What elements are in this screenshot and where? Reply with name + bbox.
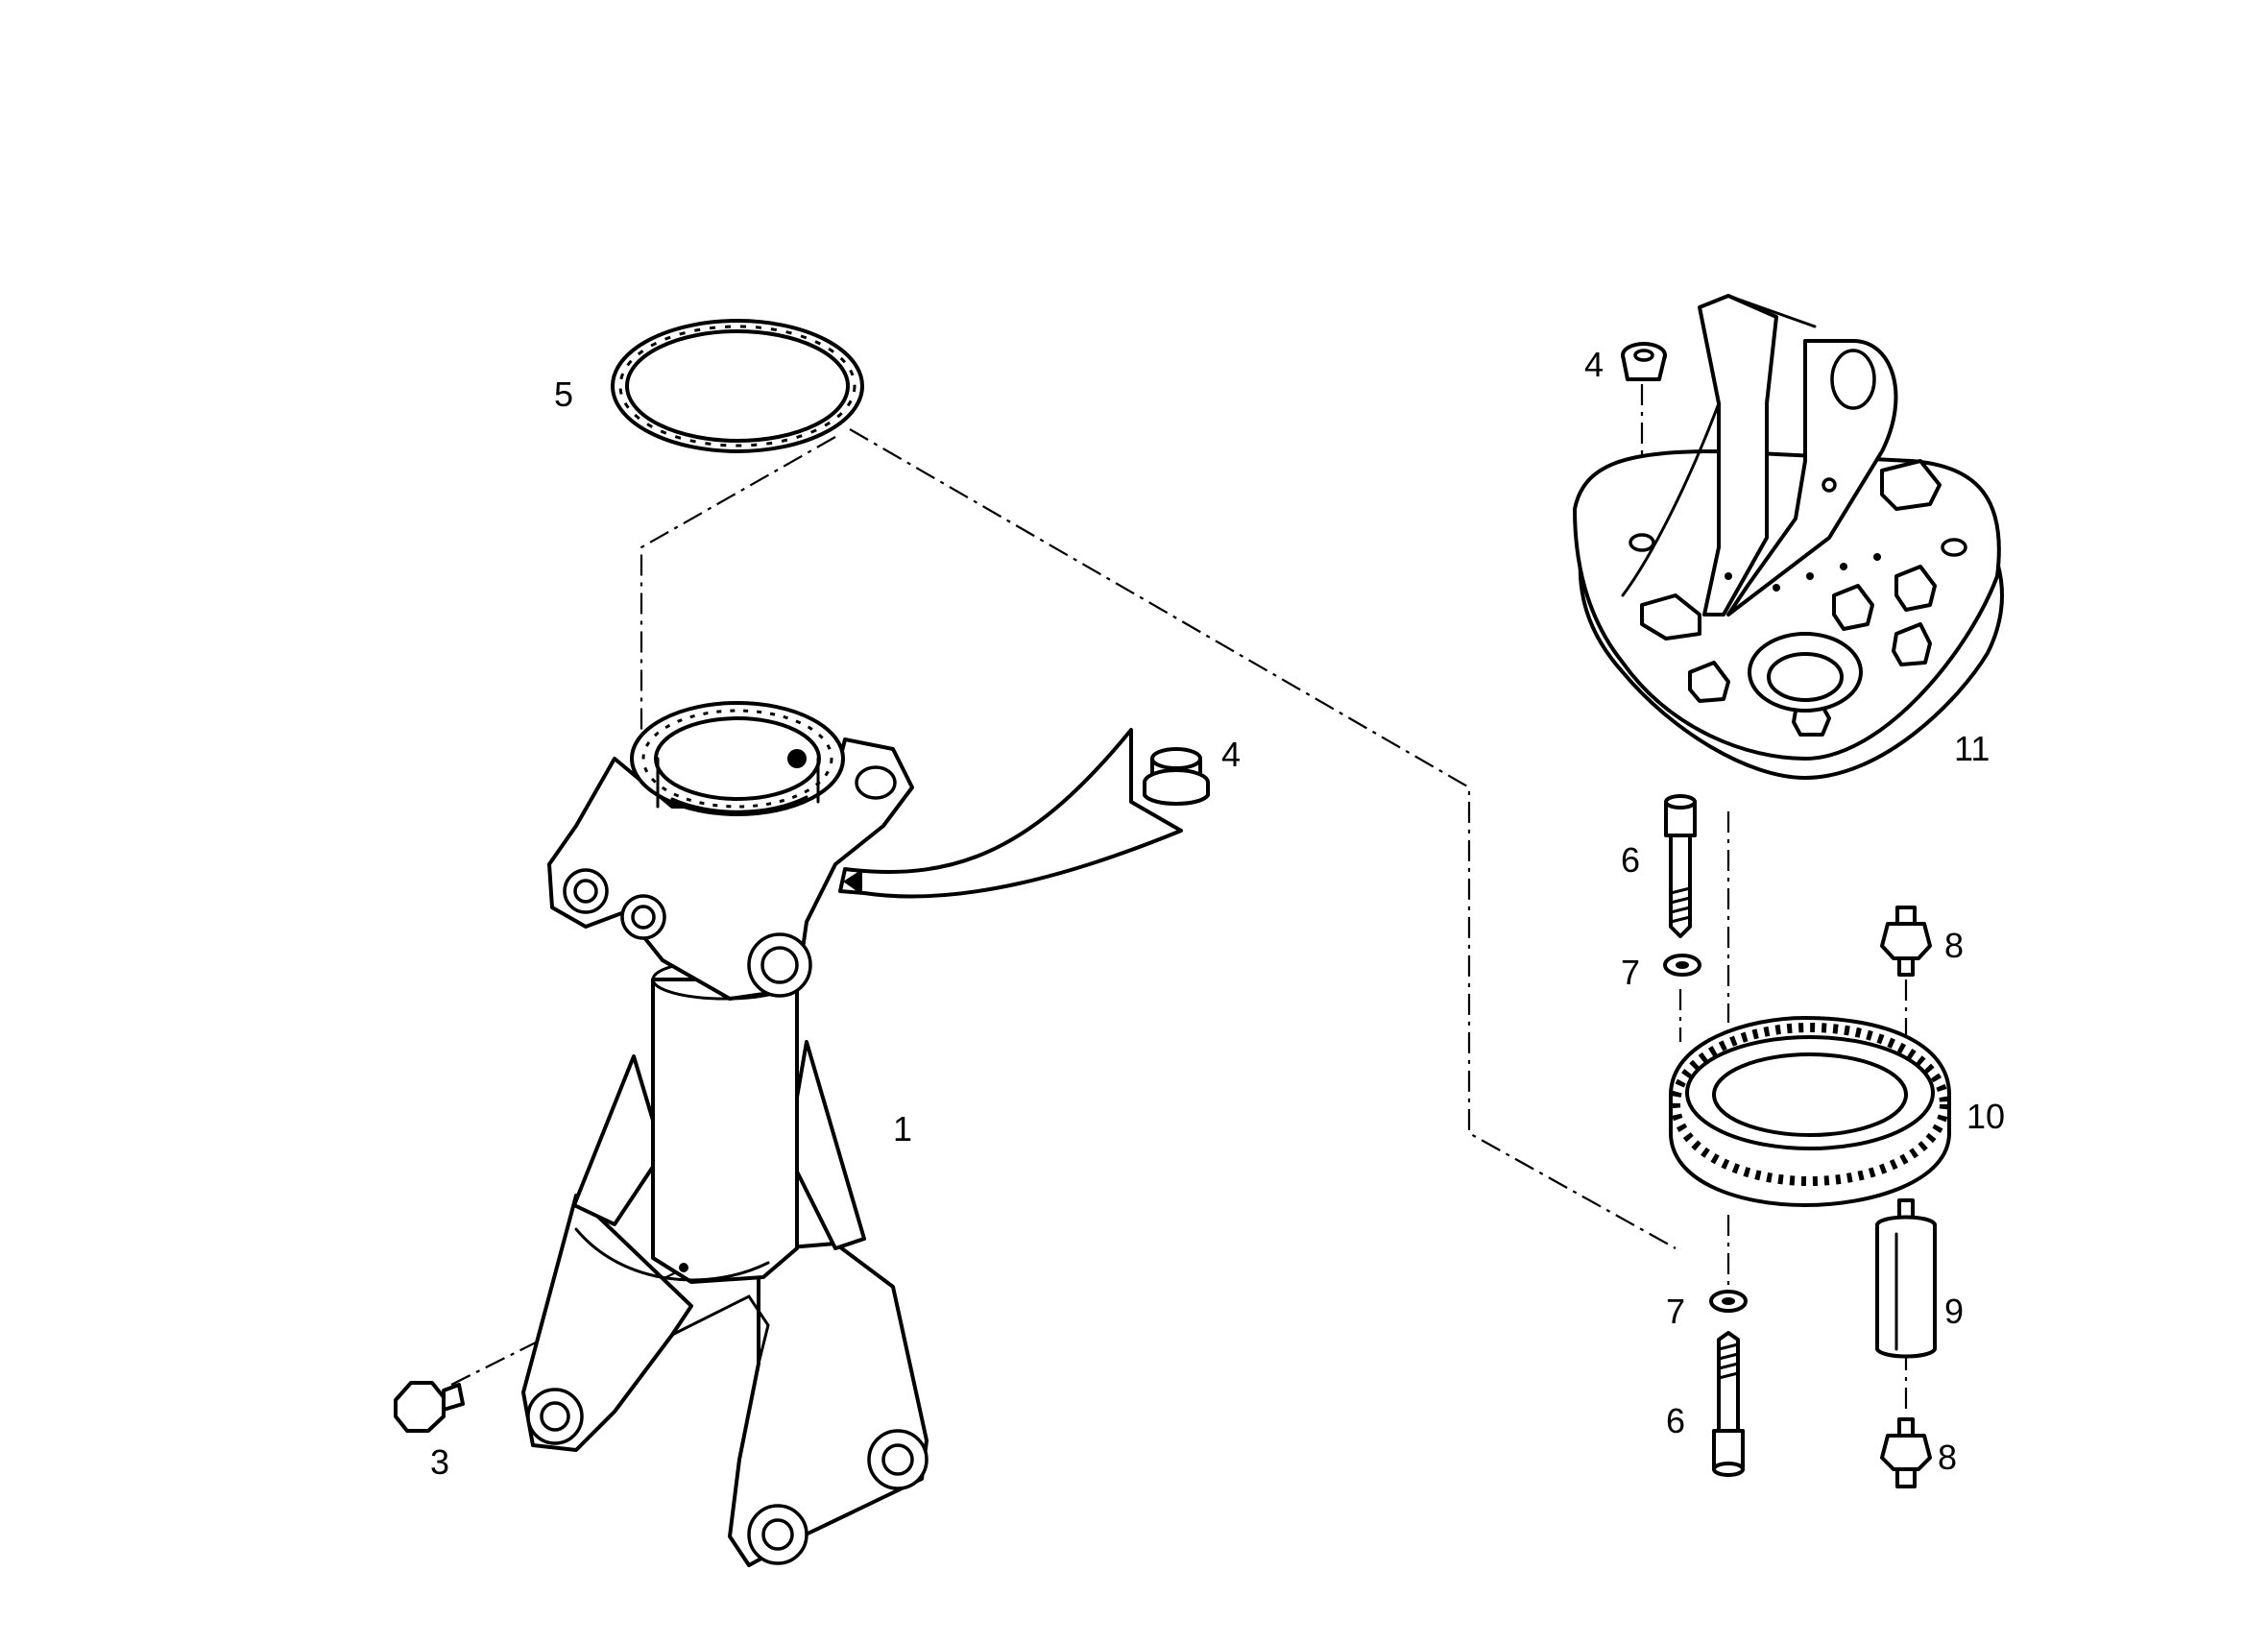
plug-left: [838, 728, 1210, 899]
turntable-head: [1573, 294, 2004, 780]
callout-7-bottom: 7: [1666, 1292, 1685, 1331]
callout-8-top: 8: [1944, 926, 1964, 965]
callout-9: 9: [1944, 1292, 1964, 1331]
leader-seal-to-pedestal: [639, 436, 836, 739]
cap-screw-bottom: [1712, 1331, 1745, 1477]
callout-10: 10: [1966, 1097, 2005, 1136]
washer-bottom: [1709, 1290, 1748, 1313]
callout-6-bottom: 6: [1666, 1401, 1685, 1440]
callout-5: 5: [554, 375, 573, 414]
callout-11: 11: [1954, 729, 1990, 768]
cap-screw-top: [1664, 794, 1697, 938]
callout-6-top: 6: [1621, 840, 1640, 880]
callout-7-top: 7: [1621, 953, 1640, 992]
callout-4-right: 4: [1584, 345, 1604, 384]
fitting-bottom: [1880, 1417, 1932, 1488]
seal-ring: [611, 319, 864, 453]
callout-1: 1: [893, 1109, 912, 1148]
washer-top: [1663, 954, 1701, 977]
hex-screw: [394, 1381, 465, 1433]
callout-3: 3: [430, 1442, 449, 1482]
extension-sleeve: [1875, 1198, 1937, 1359]
gear-ring: [1669, 1016, 1951, 1207]
fitting-top: [1880, 906, 1932, 977]
callout-8-bottom: 8: [1938, 1438, 1957, 1477]
pedestal-column: [521, 701, 929, 1567]
callouts: 1 3 4 5 4 11 6 7 8 10 9 7 6 8: [430, 345, 2005, 1482]
leader-seal-to-gear-ring: [849, 428, 1677, 1249]
plug-right: [1621, 342, 1667, 381]
callout-4-left: 4: [1221, 735, 1241, 774]
